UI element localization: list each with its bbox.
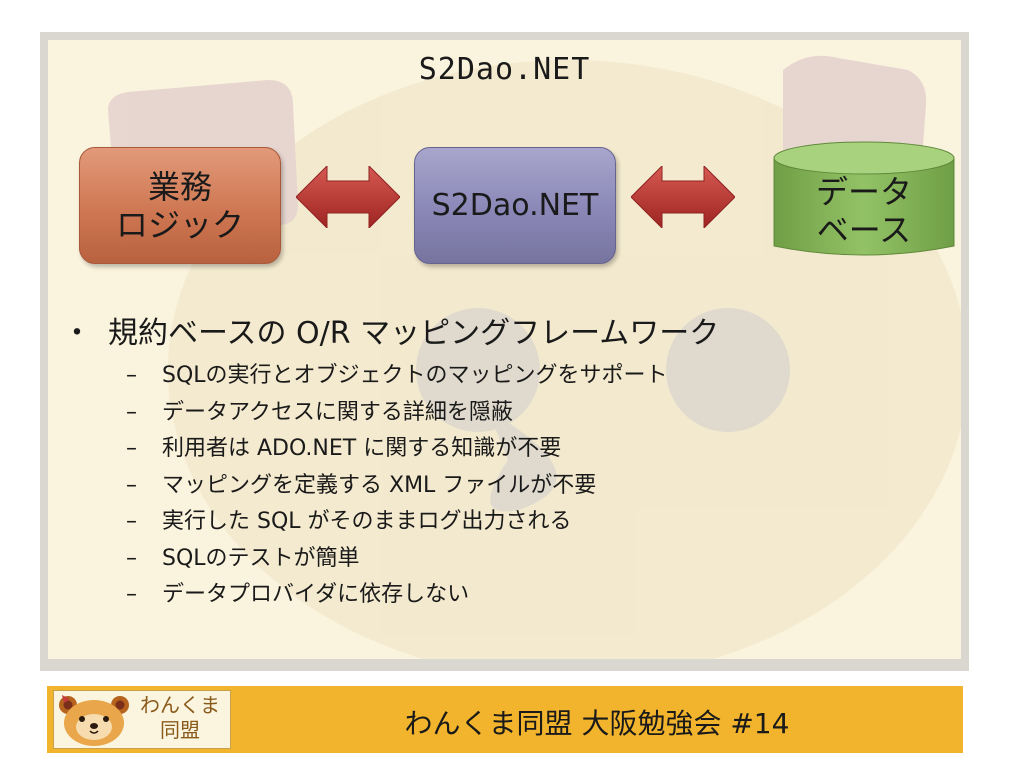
logo-text: わんくま 同盟: [140, 693, 220, 742]
dash-marker: –: [126, 363, 137, 388]
database-label: データ ベース: [815, 173, 912, 249]
list-item-text: データアクセスに関する詳細を隠蔽: [162, 399, 513, 425]
dash-marker: –: [126, 399, 137, 425]
footer-bar: わんくま 同盟 わんくま同盟 大阪勉強会 #14: [47, 686, 963, 753]
s2dao-box: S2Dao.NET: [414, 147, 616, 264]
list-item: –利用者は ADO.NET に関する知識が不要: [126, 431, 668, 468]
list-item: –データアクセスに関する詳細を隠蔽: [126, 395, 668, 432]
footer-logo: わんくま 同盟: [53, 690, 231, 749]
double-arrow-icon: [296, 166, 400, 228]
list-item-text: SQLの実行とオブジェクトのマッピングをサポート: [162, 363, 668, 388]
slide-frame: S2Dao.NET 業務 ロジック S2Dao.NET: [40, 32, 969, 671]
list-item: –SQLのテストが簡単: [126, 541, 668, 578]
list-item-text: データプロバイダに依存しない: [162, 582, 470, 607]
list-item-text: SQLのテストが簡単: [162, 545, 360, 571]
list-item: –マッピングを定義する XML ファイルが不要: [126, 468, 668, 505]
dash-marker: –: [126, 509, 137, 534]
database-icon: [773, 141, 955, 256]
list-item: –実行した SQL がそのままログ出力される: [126, 504, 668, 541]
slide-panel: S2Dao.NET 業務 ロジック S2Dao.NET: [48, 40, 961, 659]
dash-marker: –: [126, 582, 137, 607]
list-item-text: マッピングを定義する XML ファイルが不要: [162, 472, 597, 498]
list-item: –SQLの実行とオブジェクトのマッピングをサポート: [126, 358, 668, 395]
main-bullet: ・規約ベースの O/R マッピングフレームワーク: [62, 308, 719, 352]
dash-marker: –: [126, 545, 137, 571]
database-cylinder: データ ベース: [773, 140, 955, 264]
dash-marker: –: [126, 436, 137, 461]
list-item-text: 利用者は ADO.NET に関する知識が不要: [162, 436, 562, 461]
bullet-marker: ・: [62, 316, 92, 351]
list-item-text: 実行した SQL がそのままログ出力される: [162, 509, 572, 534]
footer-title: わんくま同盟 大阪勉強会 #14: [404, 707, 790, 740]
dash-marker: –: [126, 472, 137, 498]
sub-bullet-list: –SQLの実行とオブジェクトのマッピングをサポート –データアクセスに関する詳細…: [126, 358, 668, 614]
bear-face-icon: [59, 695, 129, 746]
double-arrow-icon: [631, 166, 735, 228]
business-logic-box: 業務 ロジック: [79, 147, 281, 264]
list-item: –データプロバイダに依存しない: [126, 577, 668, 614]
main-bullet-text: 規約ベースの O/R マッピングフレームワーク: [108, 316, 720, 351]
slide-title: S2Dao.NET: [418, 52, 591, 87]
